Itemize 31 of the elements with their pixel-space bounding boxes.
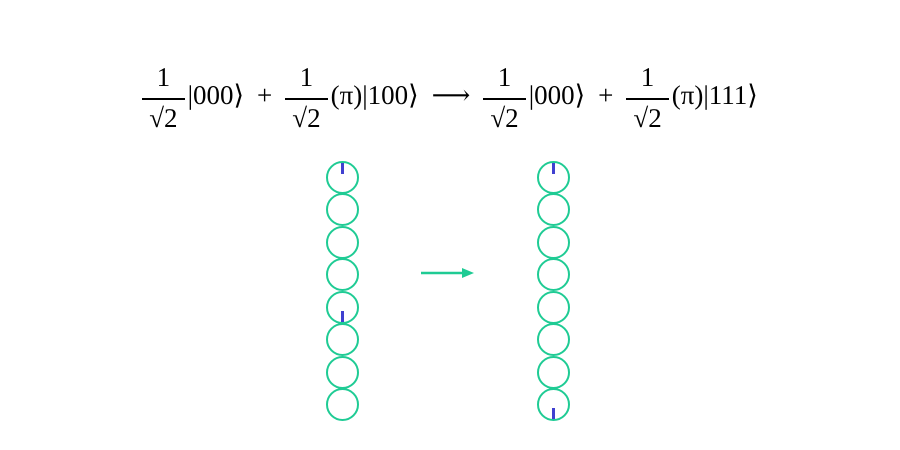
math-operator: + — [257, 82, 272, 110]
math-operator: ⟶ — [432, 82, 470, 110]
ket-expression: |000⟩ — [528, 82, 586, 110]
circle-outline — [326, 388, 358, 421]
circle-outline — [326, 290, 358, 324]
circle-outline — [536, 323, 570, 356]
circle-outline — [326, 193, 358, 226]
fraction-denominator: √2 — [291, 104, 322, 132]
circle-outline — [536, 258, 570, 291]
math-operator: + — [598, 82, 614, 110]
circle-outline — [326, 258, 358, 291]
ket-expression: (π)|100⟩ — [330, 82, 419, 110]
circle-outline — [536, 388, 570, 421]
circle-outline — [326, 226, 358, 258]
fraction-denominator: √2 — [148, 104, 179, 132]
circle-outline — [326, 160, 358, 194]
circle-outline — [536, 226, 570, 258]
circle-outline — [536, 290, 570, 324]
circle-outline — [536, 160, 570, 194]
circle-outline — [536, 356, 570, 388]
fraction-denominator: √2 — [632, 104, 663, 132]
ket-expression: (π)|111⟩ — [672, 82, 758, 110]
fraction-numerator: 1 — [298, 64, 314, 91]
fraction-denominator: √2 — [489, 104, 520, 132]
circle-outline — [536, 193, 570, 226]
fraction-numerator: 1 — [496, 64, 512, 91]
fraction-numerator: 1 — [156, 64, 172, 91]
circle-outline — [326, 356, 358, 388]
ket-expression: |000⟩ — [188, 82, 244, 110]
circle-outline — [326, 323, 358, 356]
fraction-numerator: 1 — [640, 64, 656, 91]
